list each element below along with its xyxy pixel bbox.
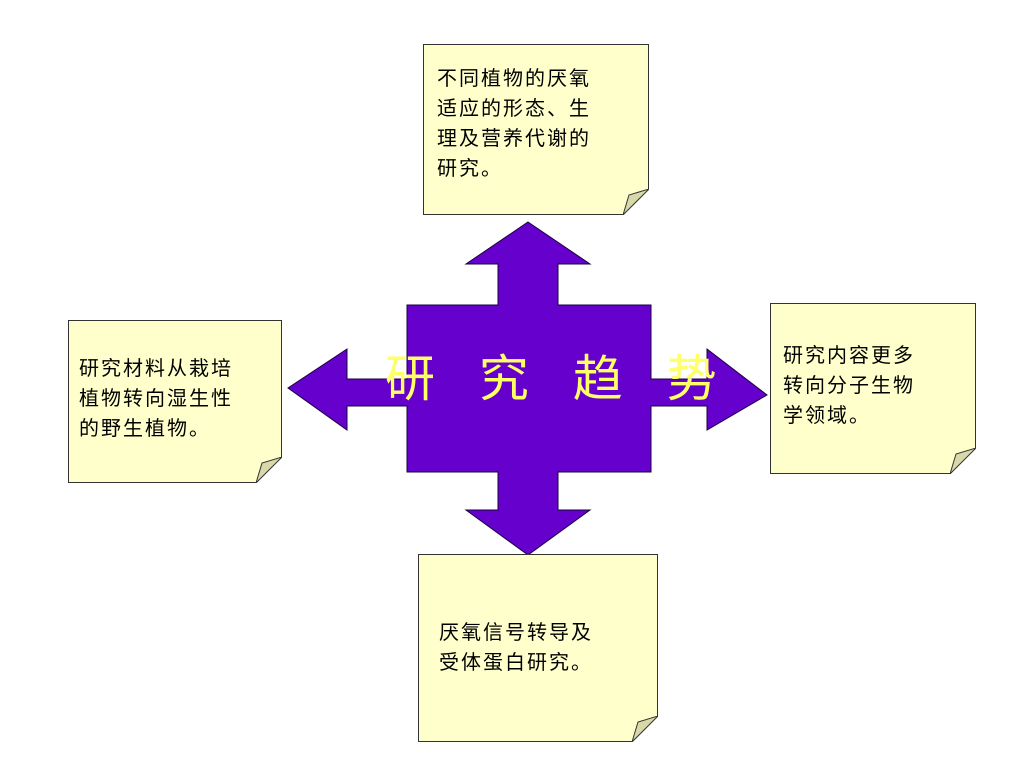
page-curl-icon	[632, 716, 658, 742]
note-bottom: 厌氧信号转导及 受体蛋白研究。	[418, 554, 658, 742]
page-curl-icon	[256, 457, 282, 483]
page-curl-icon	[623, 189, 649, 215]
note-left-text: 研究材料从栽培 植物转向湿生性 的野生植物。	[79, 356, 233, 440]
page-curl-icon	[950, 448, 976, 474]
note-left: 研究材料从栽培 植物转向湿生性 的野生植物。	[68, 320, 282, 483]
note-top-text: 不同植物的厌氧 适应的形态、生 理及营养代谢的 研究。	[437, 66, 591, 180]
center-title: 研 究 趋 势	[385, 350, 731, 408]
note-bottom-text: 厌氧信号转导及 受体蛋白研究。	[439, 620, 593, 674]
note-right: 研究内容更多 转向分子生物 学领域。	[770, 303, 976, 474]
note-top: 不同植物的厌氧 适应的形态、生 理及营养代谢的 研究。	[423, 44, 649, 215]
note-right-text: 研究内容更多 转向分子生物 学领域。	[783, 343, 915, 427]
